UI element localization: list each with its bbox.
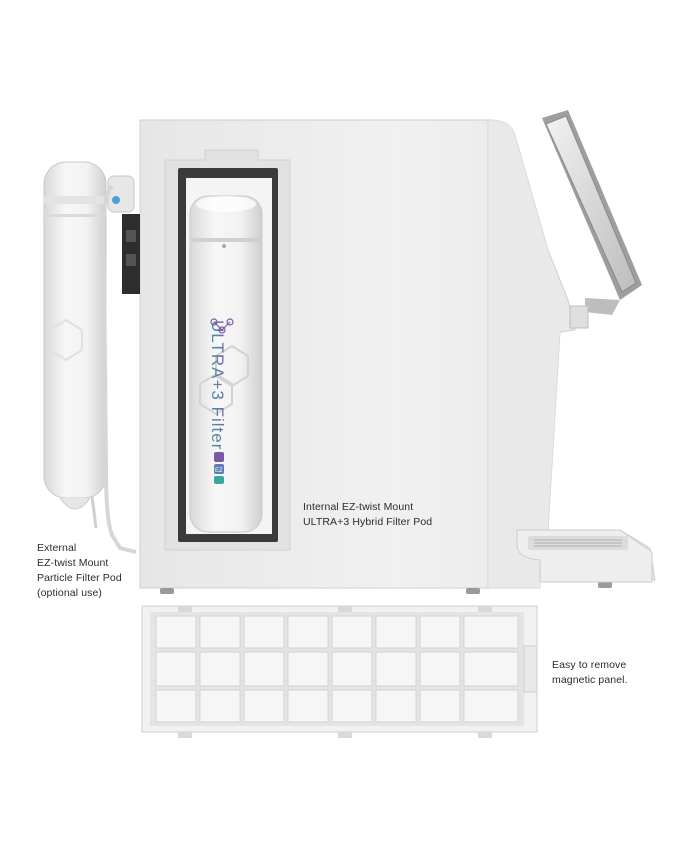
callout-line: EZ-twist Mount bbox=[37, 557, 109, 569]
callout-line: Particle Filter Pod bbox=[37, 572, 122, 584]
callout-line: (optional use) bbox=[37, 587, 103, 599]
callout-line: External bbox=[37, 542, 77, 554]
internal-filter-pod: ULTRA+3 Filter EZ bbox=[189, 195, 263, 533]
panel-callout: Easy to remove magnetic panel. bbox=[552, 658, 628, 688]
magnetic-panel bbox=[141, 605, 538, 738]
filter-brand-text: ULTRA+3 Filter bbox=[208, 320, 227, 450]
callout-line: magnetic panel. bbox=[552, 674, 628, 686]
external-filter-callout: External EZ-twist Mount Particle Filter … bbox=[37, 541, 122, 601]
molecule-icon bbox=[210, 318, 234, 334]
badge-text: EZ bbox=[215, 468, 223, 474]
callout-line: Easy to remove bbox=[552, 659, 627, 671]
touch-screen bbox=[542, 110, 642, 329]
callout-line: ULTRA+3 Hybrid Filter Pod bbox=[303, 516, 433, 528]
external-filter-pod bbox=[43, 161, 140, 554]
internal-filter-callout: Internal EZ-twist Mount ULTRA+3 Hybrid F… bbox=[303, 500, 432, 530]
callout-line: Internal EZ-twist Mount bbox=[303, 501, 414, 513]
badge-icon bbox=[214, 452, 224, 462]
drip-tray bbox=[516, 529, 653, 583]
